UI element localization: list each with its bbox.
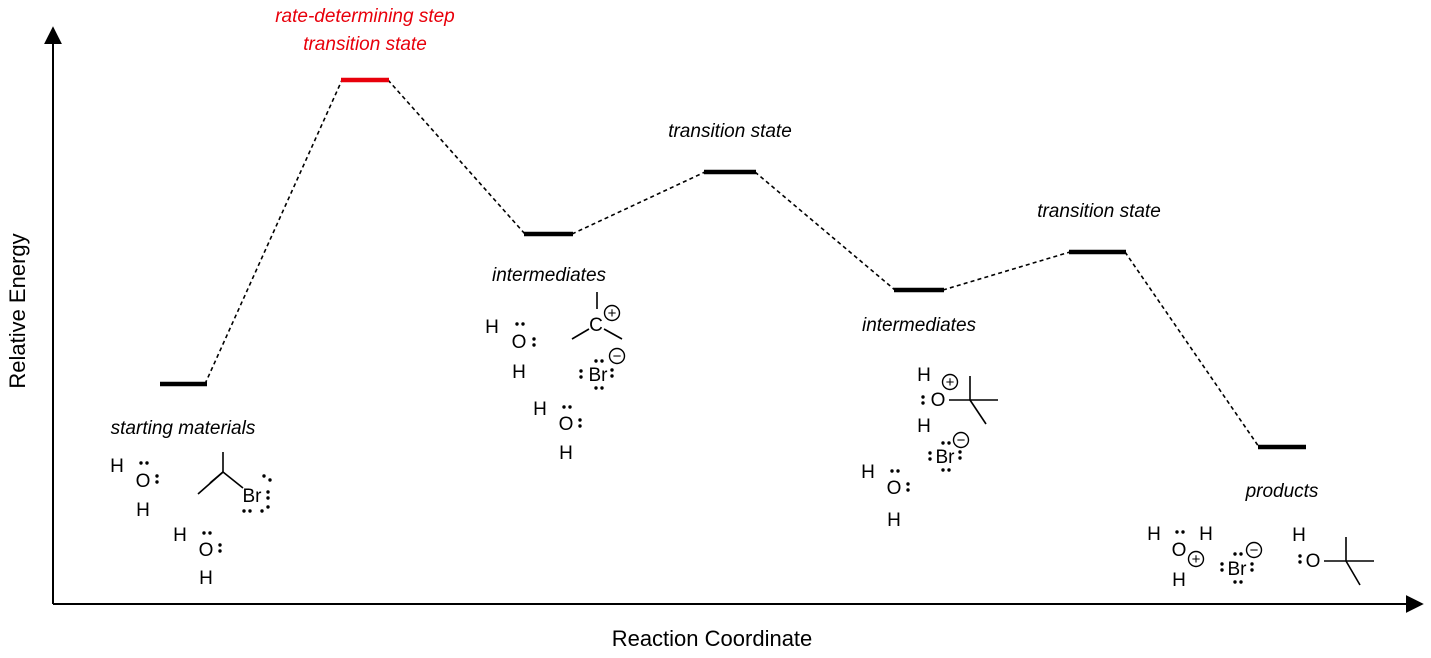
bromide-ion: Br −: [928, 431, 970, 472]
atom-o: O: [1306, 551, 1321, 572]
label-transition-state-2: transition state: [668, 121, 792, 142]
hydronium-ion: H O H H +: [1147, 524, 1213, 591]
svg-text:+: +: [1192, 551, 1201, 568]
atom-br: Br: [936, 447, 956, 468]
path-segment-1: [204, 79, 343, 385]
minus-charge-icon: −: [952, 431, 970, 449]
atom-h: H: [1147, 524, 1161, 545]
svg-text:−: −: [957, 432, 966, 449]
tert-butanol: H O: [1292, 525, 1374, 586]
plus-charge-icon: +: [603, 304, 621, 322]
atom-h: H: [110, 456, 124, 477]
atom-h: H: [533, 399, 547, 420]
path-segment-6: [1124, 251, 1260, 448]
atom-h: H: [136, 500, 150, 521]
tert-butyl-cation: C +: [571, 292, 623, 340]
atom-br: Br: [589, 365, 609, 386]
label-intermediates-2: intermediates: [862, 315, 977, 336]
lone-pair-dots: [562, 405, 582, 428]
atom-h: H: [1292, 525, 1306, 546]
atom-o: O: [1172, 540, 1187, 561]
path-segment-3: [571, 171, 706, 235]
atom-h: H: [173, 525, 187, 546]
atom-h: H: [199, 568, 213, 589]
lone-pair-dots: [202, 531, 222, 553]
atom-o: O: [559, 414, 574, 435]
atom-h: H: [917, 416, 931, 437]
atom-h: H: [1199, 524, 1213, 545]
label-transition-state-3: transition state: [1037, 201, 1161, 222]
svg-text:−: −: [613, 348, 622, 365]
svg-text:−: −: [1250, 542, 1259, 559]
atom-h: H: [1172, 570, 1186, 591]
atom-o: O: [512, 332, 527, 353]
atom-o: O: [136, 471, 151, 492]
path-segment-5: [942, 251, 1071, 291]
atom-h: H: [917, 365, 931, 386]
label-starting-materials: starting materials: [111, 418, 256, 439]
atom-c: C: [589, 315, 603, 336]
y-axis-title: Relative Energy: [5, 233, 30, 388]
path-segment-4: [754, 171, 896, 291]
atom-br: Br: [1228, 559, 1248, 580]
reaction-path: [204, 79, 1260, 448]
svg-text:+: +: [946, 374, 955, 391]
svg-text:+: +: [608, 305, 617, 322]
lone-pair-dots: [139, 461, 159, 484]
lone-pair-dots: [1220, 552, 1254, 584]
label-rds-line-1: rate-determining step: [275, 6, 455, 27]
atom-o: O: [931, 390, 946, 411]
lone-pair-dots: [928, 441, 962, 472]
atom-h: H: [887, 510, 901, 531]
lone-pair-dots: [921, 395, 925, 405]
lone-pair-dots: [1298, 554, 1302, 564]
water-molecule: H O H: [485, 317, 536, 383]
plus-charge-icon: +: [941, 373, 959, 391]
atom-h: H: [559, 443, 573, 464]
bromide-ion: Br −: [1220, 541, 1263, 584]
lone-pair-dots: [579, 359, 614, 390]
water-molecule: H O H: [173, 525, 222, 589]
water-molecule: H O H: [861, 462, 910, 531]
label-products: products: [1245, 481, 1319, 502]
label-intermediates-1: intermediates: [492, 265, 607, 286]
atom-h: H: [485, 317, 499, 338]
atom-br: Br: [243, 486, 263, 507]
lone-pair-dots: [515, 322, 536, 347]
atom-o: O: [199, 540, 214, 561]
oxonium-ion: H O H +: [917, 365, 998, 437]
atom-h: H: [861, 462, 875, 483]
minus-charge-icon: −: [608, 347, 626, 365]
path-segment-2: [387, 79, 526, 235]
lone-pair-dots: [890, 469, 910, 492]
atom-o: O: [887, 478, 902, 499]
bromide-ion: Br −: [579, 347, 626, 390]
energy-levels: [160, 77, 1306, 450]
water-molecule: H O H: [110, 456, 159, 521]
minus-charge-icon: −: [1245, 541, 1263, 559]
label-rds-line-2: transition state: [303, 34, 427, 55]
plus-charge-icon: +: [1187, 550, 1205, 568]
lone-pair-dots: [1175, 530, 1185, 534]
tert-butyl-bromide: Br: [197, 452, 272, 513]
x-axis-title: Reaction Coordinate: [612, 626, 813, 651]
atom-h: H: [512, 362, 526, 383]
water-molecule: H O H: [533, 399, 582, 464]
lone-pair-dots: [242, 474, 272, 513]
